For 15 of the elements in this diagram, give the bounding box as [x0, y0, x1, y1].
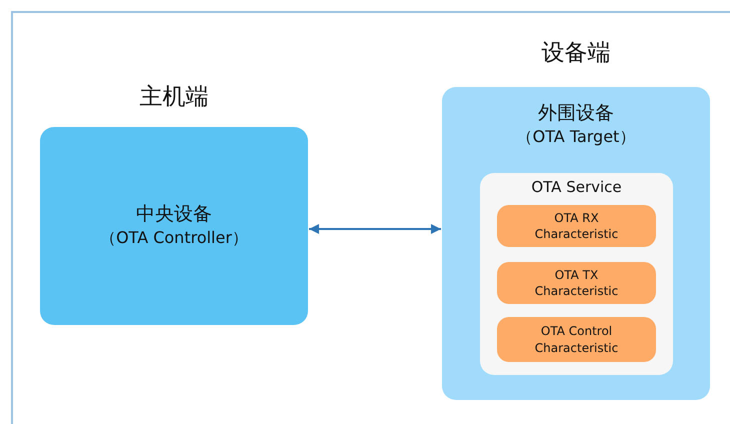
side-heading: 主机端: [138, 83, 210, 112]
device-subtitle: （OTA Controller）: [100, 227, 248, 250]
device-subtitle: （OTA Target）: [516, 126, 636, 148]
device-title: 中央设备: [136, 202, 212, 228]
side-heading: 设备端: [540, 39, 612, 68]
service-title: OTA Service: [531, 178, 622, 198]
characteristic-label: OTA TX Characteristic: [534, 266, 620, 300]
characteristic-box: [497, 205, 656, 247]
service-box: [480, 173, 673, 375]
double-arrow: [309, 224, 441, 234]
characteristic-box: [497, 317, 656, 362]
characteristic-box: [497, 262, 656, 304]
characteristic-label: OTA RX Characteristic: [534, 210, 620, 242]
device-title: 外围设备: [538, 101, 614, 126]
characteristic-label: OTA Control Characteristic: [534, 323, 620, 356]
